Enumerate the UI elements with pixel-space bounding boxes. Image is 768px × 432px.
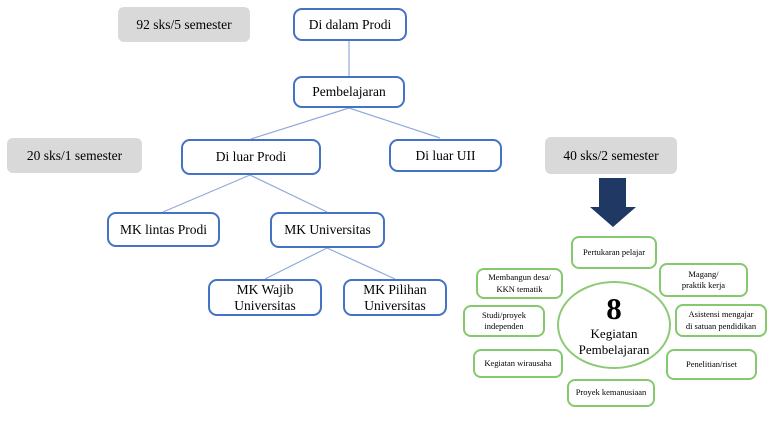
node-mk-wajib-universitas: MK Wajib Universitas: [208, 279, 322, 316]
node-di-luar-uii: Di luar UII: [389, 139, 502, 172]
cycle-item-proyek-kemanusiaan: Proyek kemanusiaan: [567, 379, 655, 407]
cycle-item-magang-praktik-kerja: Magang/ praktik kerja: [659, 263, 748, 297]
node-di-dalam-prodi: Di dalam Prodi: [293, 8, 407, 41]
cycle-item-penelitian-riset: Penelitian/riset: [666, 349, 757, 380]
node-mk-pilihan-universitas: MK Pilihan Universitas: [343, 279, 447, 316]
node-pembelajaran: Pembelajaran: [293, 76, 405, 108]
cycle-center-number: 8: [606, 290, 622, 326]
node-mk-lintas-prodi: MK lintas Prodi: [107, 212, 220, 247]
cycle-item-membangun-desa-kkn: Membangun desa/ KKN tematik: [476, 268, 563, 299]
cycle-center-ellipse: 8 Kegiatan Pembelajaran: [557, 281, 671, 369]
node-di-luar-prodi: Di luar Prodi: [181, 139, 321, 175]
cycle-center-label: Kegiatan Pembelajaran: [578, 325, 650, 357]
cycle-item-asistensi-mengajar: Asistensi mengajar di satuan pendidikan: [675, 304, 767, 337]
badge-92-sks: 92 sks/5 semester: [118, 7, 250, 42]
node-mk-universitas: MK Universitas: [270, 212, 385, 248]
cycle-item-studi-proyek-independen: Studi/proyek independen: [463, 305, 545, 337]
cycle-item-kegiatan-wirausaha: Kegiatan wirausaha: [473, 349, 563, 378]
cycle-item-pertukaran-pelajar: Pertukaran pelajar: [571, 236, 657, 269]
badge-40-sks: 40 sks/2 semester: [545, 137, 677, 174]
badge-20-sks: 20 sks/1 semester: [7, 138, 142, 173]
